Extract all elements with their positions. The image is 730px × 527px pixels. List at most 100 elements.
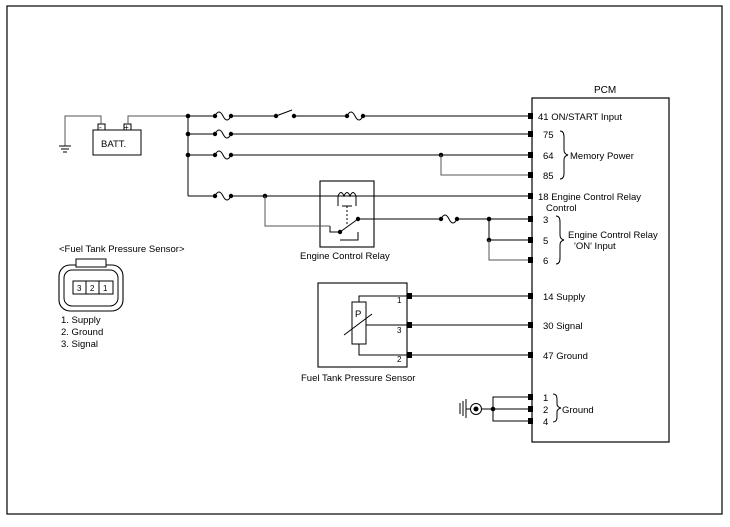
relay-contact — [339, 218, 359, 233]
sensor-pin-3: 3 — [397, 326, 402, 335]
fuse-symbol — [214, 129, 232, 139]
ground-eyelet-center — [473, 406, 479, 412]
connector-pin-1: 1 — [103, 284, 108, 293]
wire — [340, 232, 359, 241]
connector-title: <Fuel Tank Pressure Sensor> — [59, 244, 185, 255]
wire — [358, 295, 407, 302]
pcm-terminal — [528, 172, 533, 178]
wire — [488, 219, 529, 241]
sensor-symbol: P — [355, 309, 361, 320]
pcm-module: PCM — [531, 85, 670, 443]
battery-neg-sign: - — [99, 123, 102, 132]
connector-latch — [75, 258, 107, 268]
fuse-symbol — [214, 150, 232, 160]
connector-pin-block — [72, 280, 114, 295]
connector-legend-2: 2. Ground — [61, 327, 103, 338]
connector-pin-2: 2 — [90, 284, 95, 293]
fuse-symbol — [214, 191, 232, 201]
memory-power-brace — [559, 130, 569, 180]
sensor-terminal — [407, 352, 412, 358]
pin-75-label: 75 — [543, 130, 554, 141]
pcm-terminal — [528, 216, 533, 222]
wire — [488, 240, 529, 261]
pin-30-label: 30 Signal — [543, 321, 583, 332]
fuel-tank-pressure-sensor: P 1 3 2 Fuel Tank Pressure Sensor — [301, 282, 415, 384]
pin-41-label: 41 ON/START Input — [538, 112, 622, 123]
connector-face-view: <Fuel Tank Pressure Sensor> 3 2 1 1. Sup… — [58, 244, 185, 350]
connector-legend-3: 3. Signal — [61, 339, 98, 350]
circuit-64-85: 64 85 Memory Power — [188, 130, 634, 182]
pin-64-label: 64 — [543, 151, 554, 162]
pin-14-label: 14 Supply — [543, 292, 586, 303]
pin-18-label-line1: 18 Engine Control Relay — [538, 192, 641, 203]
pcm-terminal — [528, 113, 533, 119]
circuit-41: 41 ON/START Input — [188, 109, 622, 123]
relay-on-brace — [555, 215, 565, 265]
pcm-title: PCM — [594, 85, 616, 96]
wire — [358, 344, 407, 356]
sensor-terminal — [407, 322, 412, 328]
memory-power-label: Memory Power — [570, 151, 634, 162]
pcm-terminal — [528, 293, 533, 299]
pcm-box — [531, 97, 670, 443]
relay-on-label-line1: Engine Control Relay — [568, 230, 658, 241]
ignition-switch — [275, 109, 293, 117]
ground-pin-1-label: 1 — [543, 393, 548, 404]
sensor-variable-arrow — [343, 313, 373, 336]
fuse-symbol — [214, 111, 232, 121]
sensor-terminal — [407, 293, 412, 299]
fuse-symbol — [346, 111, 364, 121]
battery-pos-sign: + — [124, 123, 129, 132]
pcm-terminal — [528, 257, 533, 263]
ground-label: Ground — [562, 405, 594, 416]
circuit-ground: 1 2 4 Ground — [459, 393, 594, 428]
ground-brace — [552, 393, 562, 423]
pcm-terminal — [528, 322, 533, 328]
pin-5-label: 5 — [543, 236, 548, 247]
pin-85-label: 85 — [543, 171, 554, 182]
relay-feed-wire — [264, 196, 330, 227]
relay-label: Engine Control Relay — [300, 251, 390, 262]
sensor-pin-1: 1 — [397, 296, 402, 305]
circuit-sensor: 14 Supply 30 Signal 47 Ground — [412, 292, 588, 362]
battery-ground-wire — [64, 115, 102, 146]
connector-legend-1: 1. Supply — [61, 315, 101, 326]
pcm-terminal — [528, 394, 533, 400]
circuit-18: 18 Engine Control Relay Control — [188, 191, 641, 214]
fuse-symbol — [440, 214, 458, 224]
connector-pin-3: 3 — [77, 284, 82, 293]
pin-6-label: 6 — [543, 256, 548, 267]
relay-on-label-line2: 'ON' Input — [574, 241, 616, 252]
battery-label: BATT. — [101, 139, 126, 150]
pcm-terminal — [528, 418, 533, 424]
pin-3-label: 3 — [543, 215, 548, 226]
ground-eyelet — [470, 403, 482, 415]
pcm-terminal — [528, 352, 533, 358]
circuit-relay-output: 3 5 6 Engine Control Relay 'ON' Input — [358, 214, 658, 267]
diagram-frame — [6, 5, 723, 515]
pcm-terminal — [528, 237, 533, 243]
relay-box — [319, 180, 375, 248]
engine-control-relay: Engine Control Relay — [300, 180, 390, 262]
pcm-terminal — [528, 152, 533, 158]
pin-47-label: 47 Ground — [543, 351, 588, 362]
wire — [440, 155, 529, 176]
ground-pin-2-label: 2 — [543, 405, 548, 416]
wire — [329, 226, 340, 233]
battery: BATT. - + — [59, 115, 188, 156]
wire — [492, 409, 529, 422]
pin-18-label-line2: Control — [546, 203, 577, 214]
battery-box — [92, 129, 142, 156]
ground-pin-4-label: 4 — [543, 417, 548, 428]
pcm-terminal — [528, 406, 533, 412]
sensor-label: Fuel Tank Pressure Sensor — [301, 373, 415, 384]
connector-inner — [63, 269, 119, 307]
pcm-terminal — [528, 193, 533, 199]
battery-positive-wire — [127, 115, 188, 124]
relay-coil — [337, 192, 357, 198]
pcm-terminal — [528, 131, 533, 137]
sensor-pin-2: 2 — [397, 355, 402, 364]
circuit-75: 75 — [188, 129, 554, 141]
